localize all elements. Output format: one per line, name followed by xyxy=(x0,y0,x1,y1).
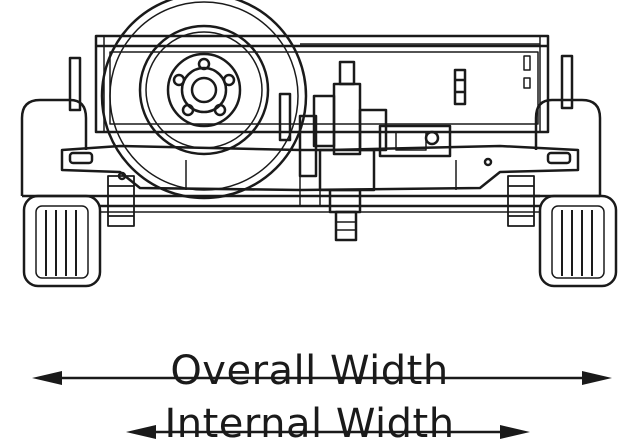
jack-and-hitch xyxy=(278,60,452,242)
spare-wheel xyxy=(100,0,308,200)
right-road-wheel xyxy=(538,194,618,288)
left-road-wheel xyxy=(22,194,102,288)
overall-width-arrow xyxy=(32,371,612,385)
overall-width-label: Overall Width xyxy=(170,348,449,394)
internal-width-label: Internal Width xyxy=(164,401,455,447)
internal-width-arrow xyxy=(126,425,530,439)
left-suspension xyxy=(107,175,135,227)
trailer-box xyxy=(68,34,574,134)
right-suspension xyxy=(507,175,535,227)
